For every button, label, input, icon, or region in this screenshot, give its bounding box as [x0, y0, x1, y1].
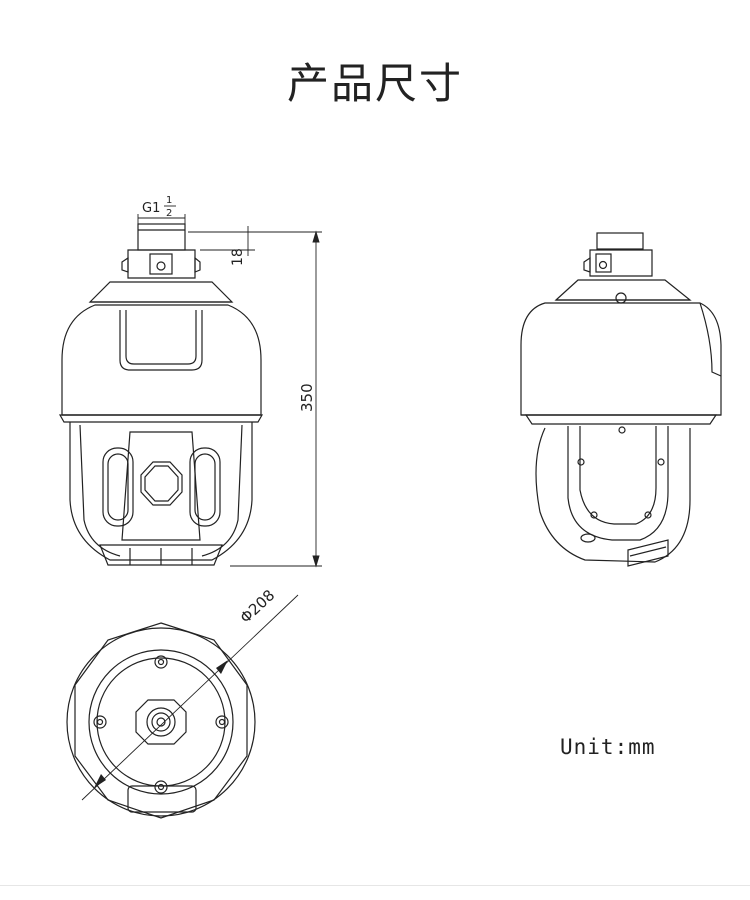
front-view: [58, 223, 264, 566]
mount-shoulder: [88, 281, 234, 303]
bottom-outline-circle: [66, 627, 256, 817]
footer-divider: [0, 885, 750, 886]
dome-housing: [61, 304, 262, 416]
diameter-label: Φ208: [236, 586, 278, 627]
thread-cap: [137, 223, 186, 251]
bottom-outline-outer: [74, 622, 248, 819]
lens: [140, 461, 183, 506]
side-yoke: [535, 427, 691, 563]
page-title: 产品尺寸: [286, 59, 463, 108]
side-view: [520, 232, 722, 567]
bottom-inner-ring: [88, 649, 234, 795]
dome-window: [119, 310, 203, 371]
dimension-lines: [137, 214, 322, 568]
thread-dim-prefix: G1: [142, 201, 160, 216]
total-height-label: 350: [298, 383, 316, 412]
side-arm-inner: [579, 426, 657, 525]
mount-height-label: 18: [230, 248, 246, 266]
diameter-line: [81, 594, 299, 801]
thread-dim-numerator: 1: [166, 195, 172, 206]
thread-dim-denominator: 2: [166, 208, 172, 219]
ir-panel-left: [102, 447, 134, 527]
side-dome-housing: [520, 302, 722, 416]
side-arm-outer: [567, 426, 669, 541]
ir-panel-right: [189, 447, 221, 527]
lower-body: [69, 422, 253, 561]
lens-housing: [121, 431, 201, 541]
bottom-view: [66, 594, 299, 819]
bottom-thread-nut: [135, 699, 187, 745]
unit-label: Unit:mm: [560, 735, 656, 759]
